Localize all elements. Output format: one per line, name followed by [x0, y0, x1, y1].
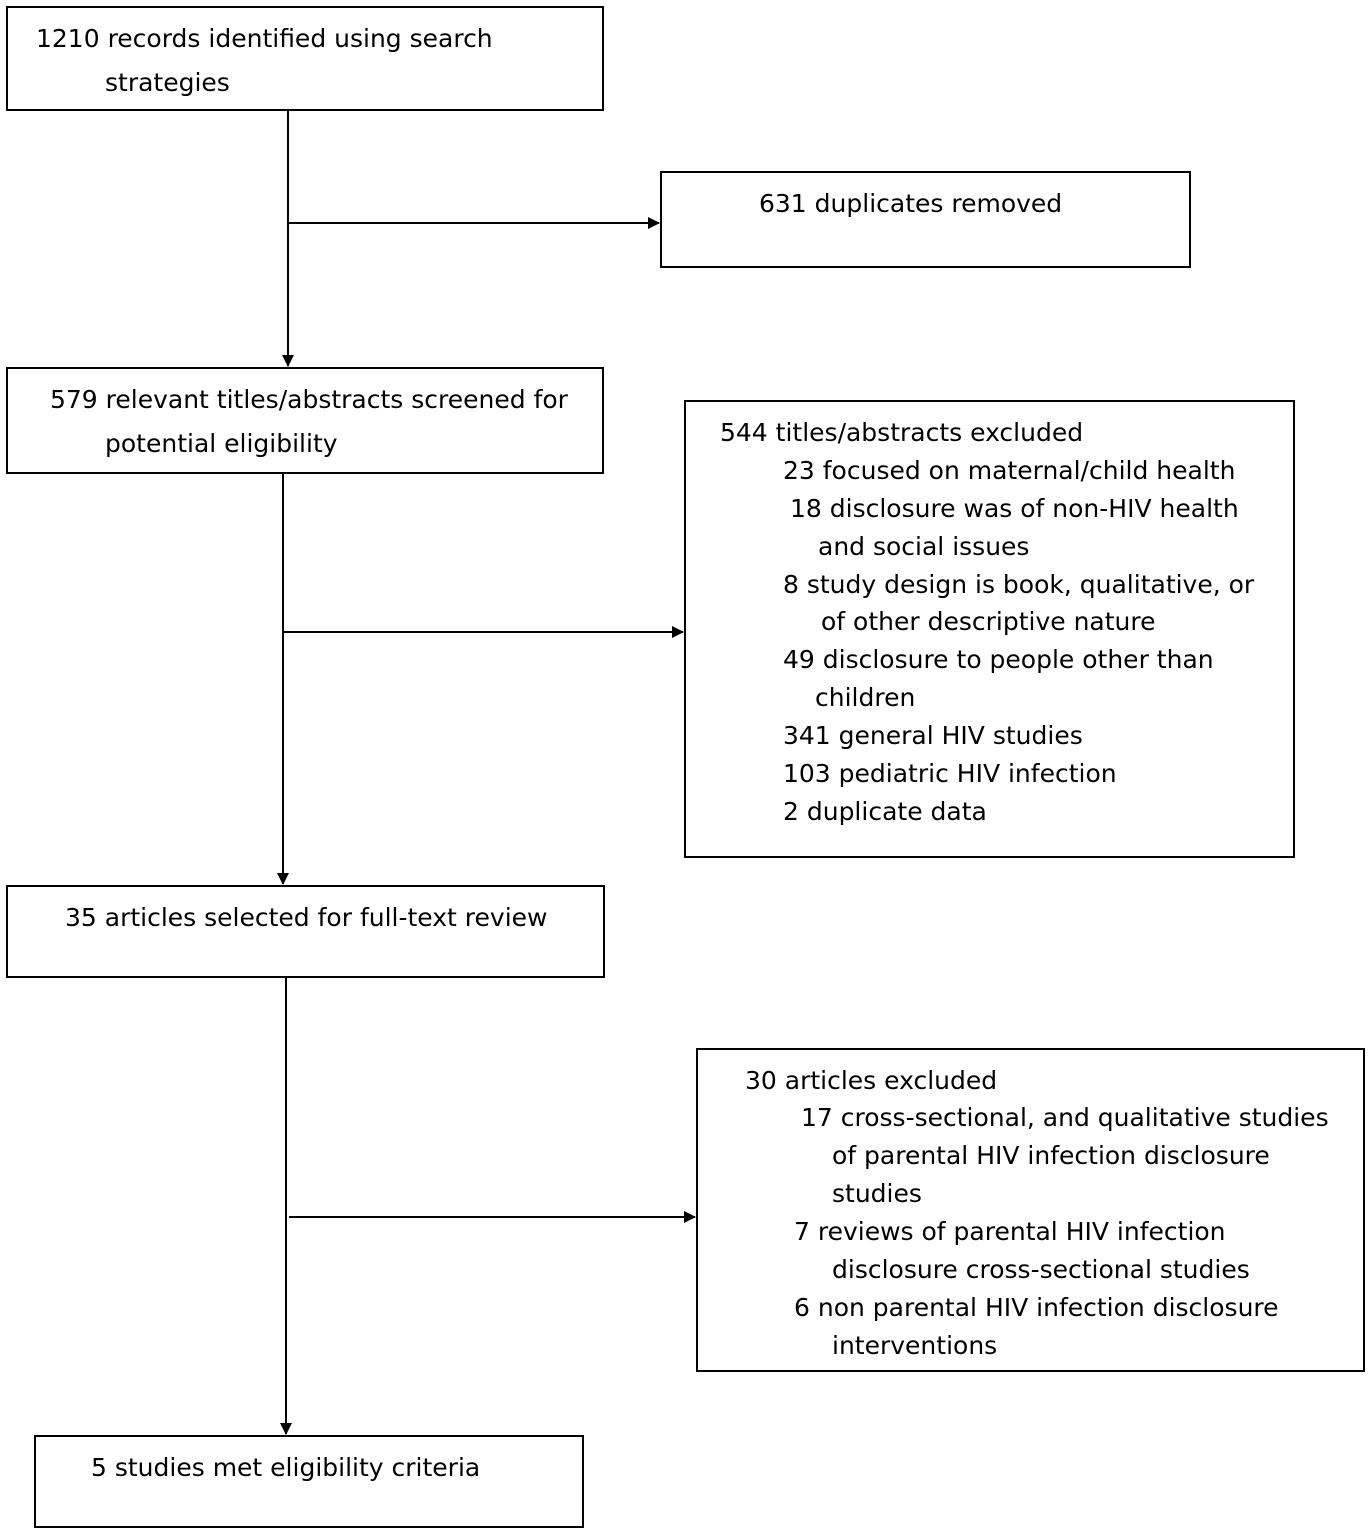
- excluded-articles-item-continued: of parental HIV infection disclosure: [832, 1141, 1270, 1170]
- excluded-abstracts-item: 2 duplicate data: [783, 797, 987, 826]
- excluded-articles-item: 17 cross-sectional, and qualitative stud…: [801, 1103, 1329, 1132]
- screened-line-2: potential eligibility: [105, 429, 338, 458]
- identified-box: 1210 records identified using search str…: [6, 6, 604, 111]
- excluded-articles-item-continued: interventions: [832, 1331, 998, 1360]
- identified-line-1: 1210 records identified using search: [36, 24, 493, 53]
- excluded-articles-item-continued: studies: [832, 1179, 922, 1208]
- excluded-abstracts-header: 544 titles/abstracts excluded: [720, 418, 1084, 447]
- excluded-abstracts-item-continued: and social issues: [818, 532, 1030, 561]
- excluded-abstracts-item: 23 focused on maternal/child health: [783, 456, 1236, 485]
- fulltext-box: 35 articles selected for full-text revie…: [6, 885, 605, 978]
- excluded-abstracts-item: 103 pediatric HIV infection: [783, 759, 1117, 788]
- screened-line-1: 579 relevant titles/abstracts screened f…: [50, 385, 568, 414]
- excluded-abstracts-item-continued: children: [815, 683, 916, 712]
- fulltext-text: 35 articles selected for full-text revie…: [65, 903, 548, 932]
- identified-line-2: strategies: [105, 68, 230, 97]
- excluded-abstracts-item: 18 disclosure was of non-HIV health: [790, 494, 1239, 523]
- excluded-abstracts-item: 8 study design is book, qualitative, or: [783, 570, 1255, 599]
- eligible-box: 5 studies met eligibility criteria: [34, 1435, 584, 1528]
- duplicates-box: 631 duplicates removed: [660, 171, 1191, 268]
- excluded-abstracts-item-continued: of other descriptive nature: [821, 607, 1156, 636]
- excluded-articles-header: 30 articles excluded: [745, 1066, 998, 1095]
- excluded-articles-item: 6 non parental HIV infection disclosure: [794, 1293, 1279, 1322]
- excluded-articles-item-continued: disclosure cross-sectional studies: [832, 1255, 1250, 1284]
- excluded-abstracts-item: 49 disclosure to people other than: [783, 645, 1214, 674]
- excluded-abstracts-item: 341 general HIV studies: [783, 721, 1083, 750]
- excluded-articles-box: 30 articles excluded 17 cross-sectional,…: [696, 1048, 1365, 1372]
- excluded-abstracts-box: 544 titles/abstracts excluded 23 focused…: [684, 400, 1295, 858]
- duplicates-text: 631 duplicates removed: [759, 189, 1063, 218]
- screened-box: 579 relevant titles/abstracts screened f…: [6, 367, 604, 474]
- eligible-text: 5 studies met eligibility criteria: [91, 1453, 481, 1482]
- excluded-articles-item: 7 reviews of parental HIV infection: [794, 1217, 1226, 1246]
